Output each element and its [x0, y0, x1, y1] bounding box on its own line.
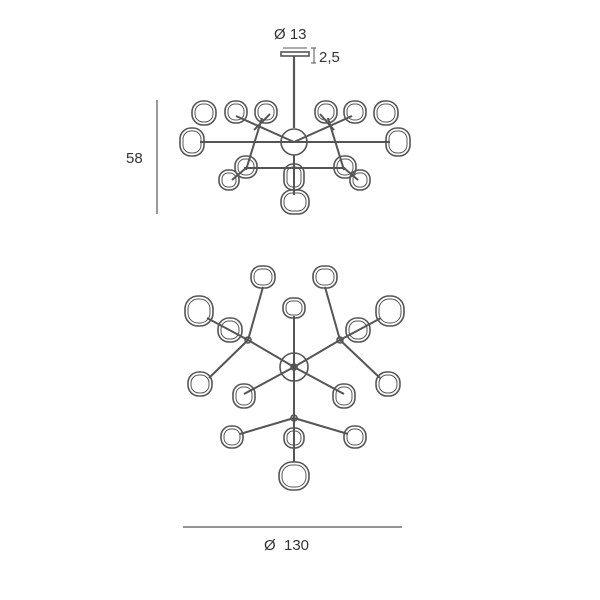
globe: [332, 383, 356, 409]
globe: [343, 100, 367, 124]
globe: [349, 169, 371, 191]
total-diameter-label: Ø 130: [264, 537, 310, 554]
globe: [375, 371, 401, 397]
branch: [247, 286, 264, 341]
globe: [385, 127, 411, 157]
height-label: 58: [126, 150, 143, 167]
side-view: [179, 47, 411, 215]
globe: [220, 425, 244, 449]
globe: [283, 427, 305, 449]
joint: [336, 336, 344, 344]
globe: [345, 317, 371, 343]
joint: [290, 414, 298, 422]
globe: [278, 461, 310, 491]
globe: [191, 100, 217, 126]
globe: [224, 100, 248, 124]
globe: [187, 371, 213, 397]
top-globes: [184, 265, 405, 491]
globe: [343, 425, 367, 449]
top-view: [184, 265, 405, 491]
globe: [375, 295, 405, 327]
canopy-diameter-label: Ø 13: [274, 26, 307, 43]
arm-left-diag: [245, 117, 263, 171]
spoke: [247, 339, 295, 368]
branch: [324, 286, 341, 341]
arm-left-low: [231, 167, 247, 181]
globe: [333, 155, 357, 179]
globe: [254, 100, 278, 124]
spoke: [243, 366, 295, 395]
globe: [282, 297, 306, 319]
canopy-plate: [280, 51, 310, 57]
globe: [217, 317, 243, 343]
globe: [179, 127, 205, 157]
globe: [280, 189, 310, 215]
globe: [312, 265, 338, 289]
globe: [314, 100, 338, 124]
globe: [250, 265, 276, 289]
lower-branch: [239, 417, 295, 435]
globe: [373, 100, 399, 126]
globe: [234, 155, 258, 179]
arm-right-upper: [293, 115, 353, 143]
joint: [244, 336, 252, 344]
spoke: [293, 339, 341, 368]
arm-right-diag: [327, 117, 345, 171]
branch: [339, 339, 381, 379]
spoke: [293, 366, 345, 395]
globe: [218, 169, 240, 191]
globe: [232, 383, 256, 409]
lower-branch: [293, 417, 349, 435]
globe: [184, 295, 214, 327]
canopy-thickness-label: 2,5: [319, 49, 340, 66]
arm-left-upper: [235, 115, 295, 143]
side-globes: [179, 100, 411, 215]
branch: [208, 339, 249, 379]
